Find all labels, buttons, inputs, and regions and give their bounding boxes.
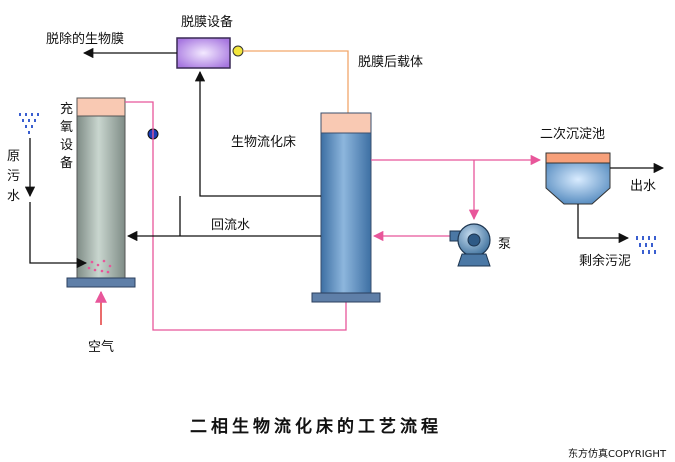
oxygenation-column-base bbox=[66, 277, 136, 288]
excess-sludge-label: 剩余污泥 bbox=[579, 253, 631, 269]
oxygenation-column bbox=[76, 115, 126, 279]
diagram-title: 二相生物流化床的工艺流程 bbox=[190, 416, 442, 437]
svg-text:原: 原 bbox=[7, 149, 20, 164]
oxygenation-column-top bbox=[76, 97, 126, 117]
settling-tank-top bbox=[545, 152, 611, 164]
svg-text:水: 水 bbox=[7, 189, 20, 204]
return-water-label: 回流水 bbox=[211, 218, 250, 233]
raw-sewage-inlet-line bbox=[29, 202, 88, 269]
copyright-text: 东方仿真COPYRIGHT bbox=[568, 447, 667, 460]
fluidized-bed-column-top bbox=[320, 112, 372, 134]
stripping-device-valve bbox=[232, 45, 244, 57]
carrier-after-stripping-label: 脱膜后载体 bbox=[358, 55, 423, 70]
pump-label: 泵 bbox=[498, 237, 511, 252]
svg-text:污: 污 bbox=[7, 169, 20, 184]
carrier-return-line bbox=[243, 50, 354, 134]
air-bubbles-icon bbox=[87, 259, 112, 274]
raw-sewage-label: 原 污 水 bbox=[7, 149, 20, 204]
air-label: 空气 bbox=[88, 339, 114, 355]
settling-tank bbox=[545, 162, 611, 205]
water-drops-icon bbox=[19, 113, 39, 134]
water-drops-icon bbox=[636, 236, 656, 254]
fluidized-bed-label: 生物流化床 bbox=[231, 135, 296, 150]
svg-text:设: 设 bbox=[60, 138, 73, 153]
stripping-device-label: 脱膜设备 bbox=[181, 14, 233, 30]
excess-sludge-line bbox=[577, 204, 630, 244]
oxygenated-water-line bbox=[125, 101, 352, 331]
pump-icon bbox=[449, 223, 491, 267]
stripping-device bbox=[176, 37, 231, 69]
bed-to-stripping-line bbox=[194, 70, 321, 197]
effluent-label: 出水 bbox=[630, 179, 656, 194]
fluidized-bed-column-base bbox=[311, 292, 381, 303]
svg-text:备: 备 bbox=[60, 155, 73, 171]
settling-tank-label: 二次沉淀池 bbox=[540, 126, 605, 142]
fluidized-bed-column bbox=[320, 132, 372, 294]
svg-text:氧: 氧 bbox=[60, 120, 73, 135]
removed-biofilm-label: 脱除的生物膜 bbox=[46, 31, 124, 47]
oxygenation-device-label: 充 氧 设 备 bbox=[60, 101, 73, 171]
svg-text:充: 充 bbox=[60, 101, 73, 117]
